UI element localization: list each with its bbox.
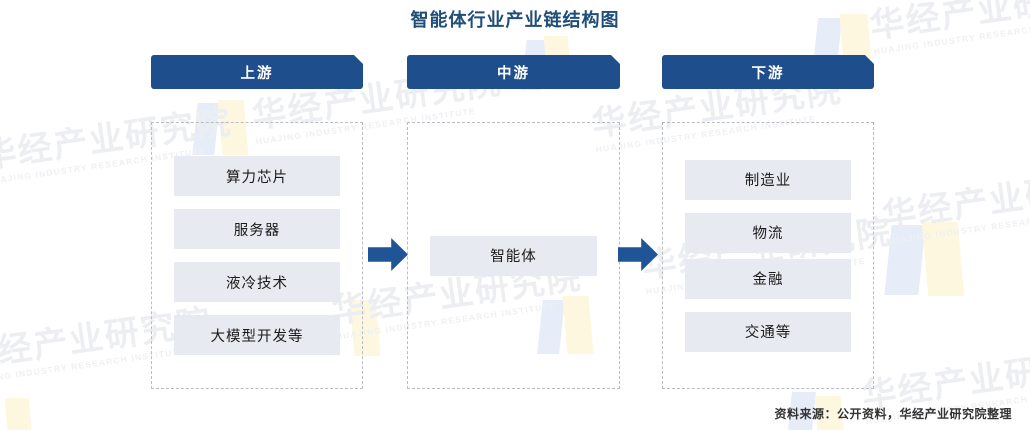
stage-banner-label: 中游 bbox=[497, 65, 530, 82]
chain-item: 金融 bbox=[685, 258, 851, 299]
chain-item: 制造业 bbox=[685, 159, 851, 200]
chain-item-label: 物流 bbox=[752, 226, 784, 242]
watermark-main-text: 华经产业研究院 bbox=[879, 162, 1030, 236]
stage-panel-downstream: 制造业 物流 金融 交通等 bbox=[662, 122, 874, 389]
chain-item-label: 液冷技术 bbox=[226, 275, 288, 292]
chain-item-label: 算力芯片 bbox=[226, 169, 288, 186]
decor-petal-blue-5 bbox=[884, 225, 926, 295]
watermark-sub-text: HUAJING INDUSTRY RESEARCH INSTITUTE bbox=[885, 205, 1030, 247]
stage-panel-upstream: 算力芯片 服务器 液冷技术 大模型开发等 bbox=[151, 122, 363, 389]
stage-banner-midstream: 中游 bbox=[407, 55, 620, 89]
source-note: 资料来源：公开资料，华经产业研究院整理 bbox=[774, 407, 1012, 421]
chain-item: 服务器 bbox=[174, 209, 340, 249]
stage-banner-label: 下游 bbox=[751, 65, 785, 82]
chain-item: 算力芯片 bbox=[174, 156, 340, 196]
chain-item-label: 智能体 bbox=[490, 249, 537, 265]
chain-item-label: 交通等 bbox=[744, 325, 792, 341]
chain-item-label: 金融 bbox=[752, 272, 784, 288]
chain-item-label: 服务器 bbox=[233, 222, 281, 239]
flow-arrow-right-icon bbox=[618, 238, 658, 271]
chain-item: 大模型开发等 bbox=[174, 315, 340, 355]
flow-arrow-right-icon bbox=[368, 238, 408, 271]
decor-petal-cream-8 bbox=[4, 398, 32, 430]
stage-panel-midstream: 智能体 bbox=[407, 122, 620, 389]
stage-banner-label: 上游 bbox=[240, 65, 274, 82]
chain-item-label: 制造业 bbox=[744, 173, 792, 189]
stage-banner-downstream: 下游 bbox=[662, 55, 874, 89]
chain-item: 液冷技术 bbox=[174, 262, 340, 302]
watermark: 华经产业研究院 HUAJING INDUSTRY RESEARCH INSTIT… bbox=[879, 162, 1030, 247]
decor-petal-cream-6 bbox=[921, 222, 965, 296]
chain-item: 物流 bbox=[685, 212, 851, 253]
chain-item: 交通等 bbox=[685, 311, 851, 352]
page-title: 智能体行业产业链结构图 bbox=[410, 10, 620, 30]
stage-banner-upstream: 上游 bbox=[151, 55, 363, 89]
chain-item-label: 大模型开发等 bbox=[210, 328, 304, 345]
chain-item: 智能体 bbox=[430, 235, 597, 276]
